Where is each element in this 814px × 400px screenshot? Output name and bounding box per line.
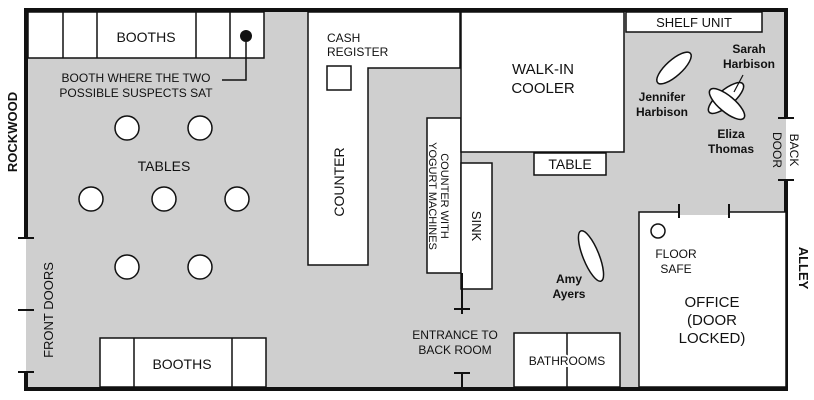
office-label-line3: LOCKED) (679, 330, 746, 347)
walk-in-cooler (460, 11, 625, 153)
office-door-gap (679, 209, 729, 215)
office-label-line1: OFFICE (685, 294, 740, 311)
victim-jennifer-line2: Harbison (636, 105, 688, 119)
table-circle (78, 186, 104, 212)
cash-register-label-line1: CASH (327, 31, 360, 45)
victim-sarah-line2: Harbison (723, 57, 775, 71)
booth-note-line2: POSSIBLE SUSPECTS SAT (59, 86, 213, 100)
back-room-wall (454, 273, 470, 389)
sink-label: SINK (469, 211, 484, 242)
shelf-unit (625, 11, 763, 33)
back-table-label: TABLE (548, 156, 591, 172)
back-door-label-line2: DOOR (770, 132, 784, 168)
table-circle (224, 186, 250, 212)
sarah-leader-line (733, 74, 744, 93)
booths-top-label: BOOTHS (116, 29, 175, 45)
victim-eliza-line2: Thomas (708, 142, 754, 156)
yogurt-counter-label-line2: YOGURT MACHINES (426, 142, 438, 250)
shelf-unit-label: SHELF UNIT (656, 15, 732, 30)
floor-safe (650, 223, 666, 239)
table-circle (187, 254, 213, 280)
table-circle (151, 186, 177, 212)
victim-amy-outline (577, 230, 605, 282)
booths-bottom (99, 337, 267, 388)
walk-in-label-line1: WALK-IN (512, 61, 574, 78)
counter-label: COUNTER (331, 147, 347, 216)
yogurt-counter-label-line1: COUNTER WITH (438, 153, 450, 239)
floor-safe-label-line1: FLOOR (655, 247, 697, 261)
victim-eliza-outline (708, 87, 746, 121)
suspect-booth-leader-line (222, 42, 247, 81)
yogurt-counter (426, 117, 462, 274)
booths-top (27, 11, 265, 59)
victim-eliza-line1: Eliza (717, 127, 745, 141)
victim-sarah-line1: Sarah (732, 42, 765, 56)
entrance-label-line1: ENTRANCE TO (412, 328, 498, 342)
victim-jennifer-line1: Jennifer (639, 90, 686, 104)
office (638, 211, 787, 388)
street-rockwood: ROCKWOOD (5, 92, 20, 172)
booth-note-line1: BOOTH WHERE THE TWO (62, 71, 211, 85)
front-doors-label: FRONT DOORS (41, 262, 56, 358)
table-circle (114, 115, 140, 141)
table-circle (187, 115, 213, 141)
office-door-markers (678, 204, 730, 218)
entrance-label-line2: BACK ROOM (418, 343, 491, 357)
table-circle (114, 254, 140, 280)
floor-safe-label-line2: SAFE (660, 262, 691, 276)
victim-amy-line2: Ayers (553, 287, 586, 301)
booths-bottom-label: BOOTHS (152, 356, 211, 372)
front-door-markers (18, 117, 794, 373)
victim-amy-line1: Amy (556, 272, 582, 286)
back-table (533, 152, 607, 176)
suspect-booth-marker (240, 30, 252, 42)
victim-jennifer-outline (656, 51, 692, 85)
bathrooms-label: BATHROOMS (529, 354, 605, 368)
tables-label: TABLES (138, 158, 191, 174)
sink (460, 162, 493, 290)
tables (78, 115, 250, 280)
cash-register (326, 65, 352, 91)
back-door-label-line1: BACK (787, 134, 801, 167)
cash-register-label-line2: REGISTER (327, 45, 389, 59)
office-label-line2: (DOOR (687, 312, 737, 329)
walk-in-label-line2: COOLER (511, 80, 575, 97)
street-alley: ALLEY (796, 247, 811, 290)
